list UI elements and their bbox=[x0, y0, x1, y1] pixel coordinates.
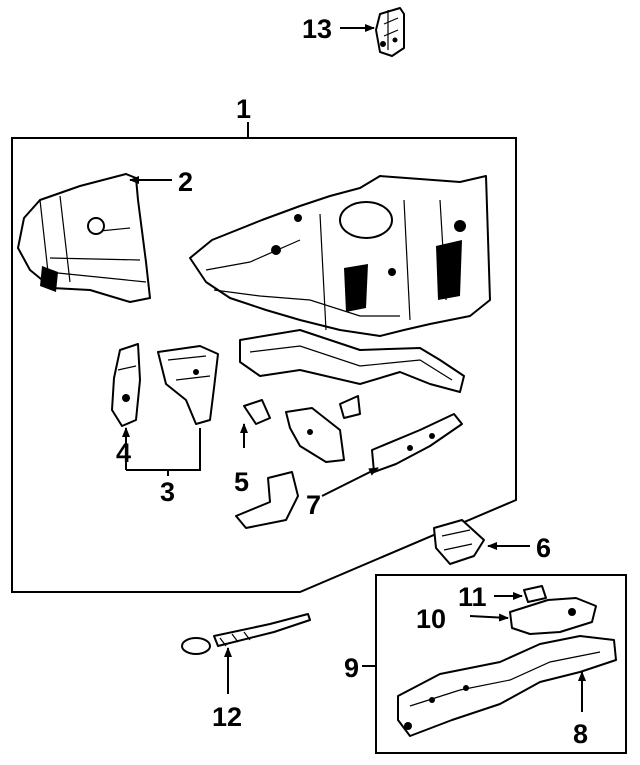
callout-11: 11 bbox=[458, 582, 487, 612]
callout-1: 1 bbox=[236, 94, 251, 124]
callout-3: 3 bbox=[160, 477, 175, 507]
assembly-frame-1 bbox=[11, 137, 517, 593]
leader-10 bbox=[469, 613, 509, 622]
part-5-mount bbox=[235, 399, 299, 529]
part-4-bracket bbox=[111, 343, 141, 427]
callout-8: 8 bbox=[573, 719, 588, 749]
callout-10: 10 bbox=[416, 604, 446, 634]
callout-12: 12 bbox=[212, 702, 242, 732]
leader-3 bbox=[126, 428, 201, 471]
center-bracket bbox=[285, 395, 361, 463]
part-11-tab bbox=[523, 585, 547, 603]
callout-4: 4 bbox=[116, 438, 131, 468]
part-2-apron-panel bbox=[17, 173, 151, 303]
callout-7: 7 bbox=[306, 490, 321, 520]
part-7-rail-member bbox=[371, 413, 463, 473]
part-10-bracket bbox=[509, 597, 597, 635]
callout-9: 9 bbox=[344, 653, 359, 683]
callout-5: 5 bbox=[234, 467, 249, 497]
part-3-reinforcement bbox=[157, 345, 219, 425]
leader-7 bbox=[321, 467, 379, 497]
part-6-clip bbox=[433, 519, 485, 565]
callout-2: 2 bbox=[178, 167, 193, 197]
part-8-frame-rail bbox=[397, 635, 617, 737]
callout-6: 6 bbox=[536, 533, 551, 563]
lower-rail bbox=[239, 329, 465, 393]
body-side-panel bbox=[189, 175, 491, 337]
assembly-frame-9 bbox=[375, 574, 627, 754]
part-12-strap bbox=[181, 613, 311, 655]
callout-13: 13 bbox=[302, 14, 332, 44]
part-13-bracket bbox=[375, 7, 405, 57]
